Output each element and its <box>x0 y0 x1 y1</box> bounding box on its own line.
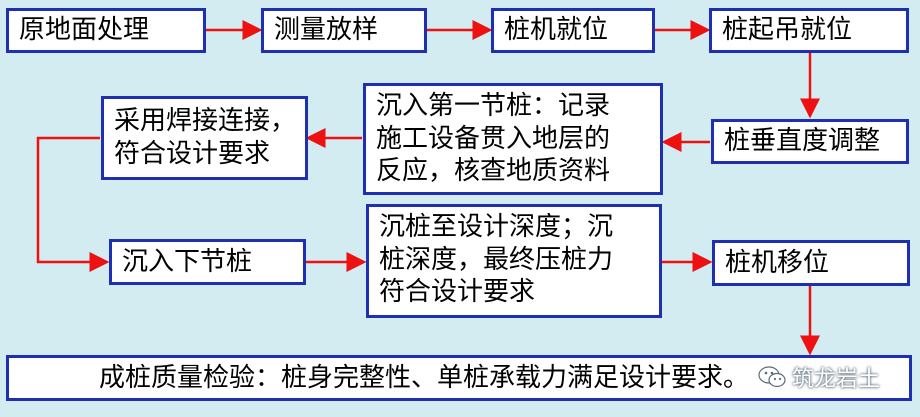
step-pile-lift-position: 桩起吊就位 <box>709 8 909 53</box>
step-label: 桩垂直度调整 <box>724 126 881 157</box>
watermark-text: 筑龙岩土 <box>792 367 881 392</box>
step-welding-connection: 采用焊接连接， 符合设计要求 <box>101 96 308 180</box>
step-line: 沉入第一节桩：记录 <box>376 91 611 121</box>
step-label: 桩机就位 <box>504 15 609 46</box>
step-sink-next-section: 沉入下节桩 <box>109 239 306 285</box>
step-ground-treatment: 原地面处理 <box>6 8 206 53</box>
step-line: 沉桩至设计深度；沉 <box>379 212 614 242</box>
wechat-icon <box>758 366 786 388</box>
step-line: 采用焊接连接， <box>114 106 297 136</box>
step-pile-machine-move: 桩机移位 <box>712 240 910 286</box>
step-pile-machine-position: 桩机就位 <box>491 8 655 53</box>
step-label: 成桩质量检验：桩身完整性、单桩承载力满足设计要求。 <box>99 362 750 393</box>
step-label: 桩机移位 <box>725 247 830 278</box>
step-line: 施工设备贯入地层的 <box>376 123 611 154</box>
step-verticality-adjust: 桩垂直度调整 <box>711 119 909 164</box>
step-line: 符合设计要求 <box>379 277 536 307</box>
arrow-s7-to-s8 <box>36 136 110 272</box>
watermark: 筑龙岩土 <box>758 360 880 394</box>
step-label: 沉入下节桩 <box>122 246 253 277</box>
step-line: 反应，核查地质资料 <box>376 156 611 186</box>
step-sink-to-design-depth: 沉桩至设计深度；沉 桩深度，最终压桩力 符合设计要求 <box>366 204 662 318</box>
step-label: 原地面处理 <box>19 15 150 46</box>
step-line: 符合设计要求 <box>114 138 271 169</box>
step-label: 测量放样 <box>274 15 379 46</box>
step-sink-first-section: 沉入第一节桩：记录 施工设备贯入地层的 反应，核查地质资料 <box>363 83 663 195</box>
step-label: 桩起吊就位 <box>722 15 853 46</box>
step-survey-layout: 测量放样 <box>261 8 427 53</box>
step-line: 桩深度，最终压桩力 <box>379 244 614 275</box>
